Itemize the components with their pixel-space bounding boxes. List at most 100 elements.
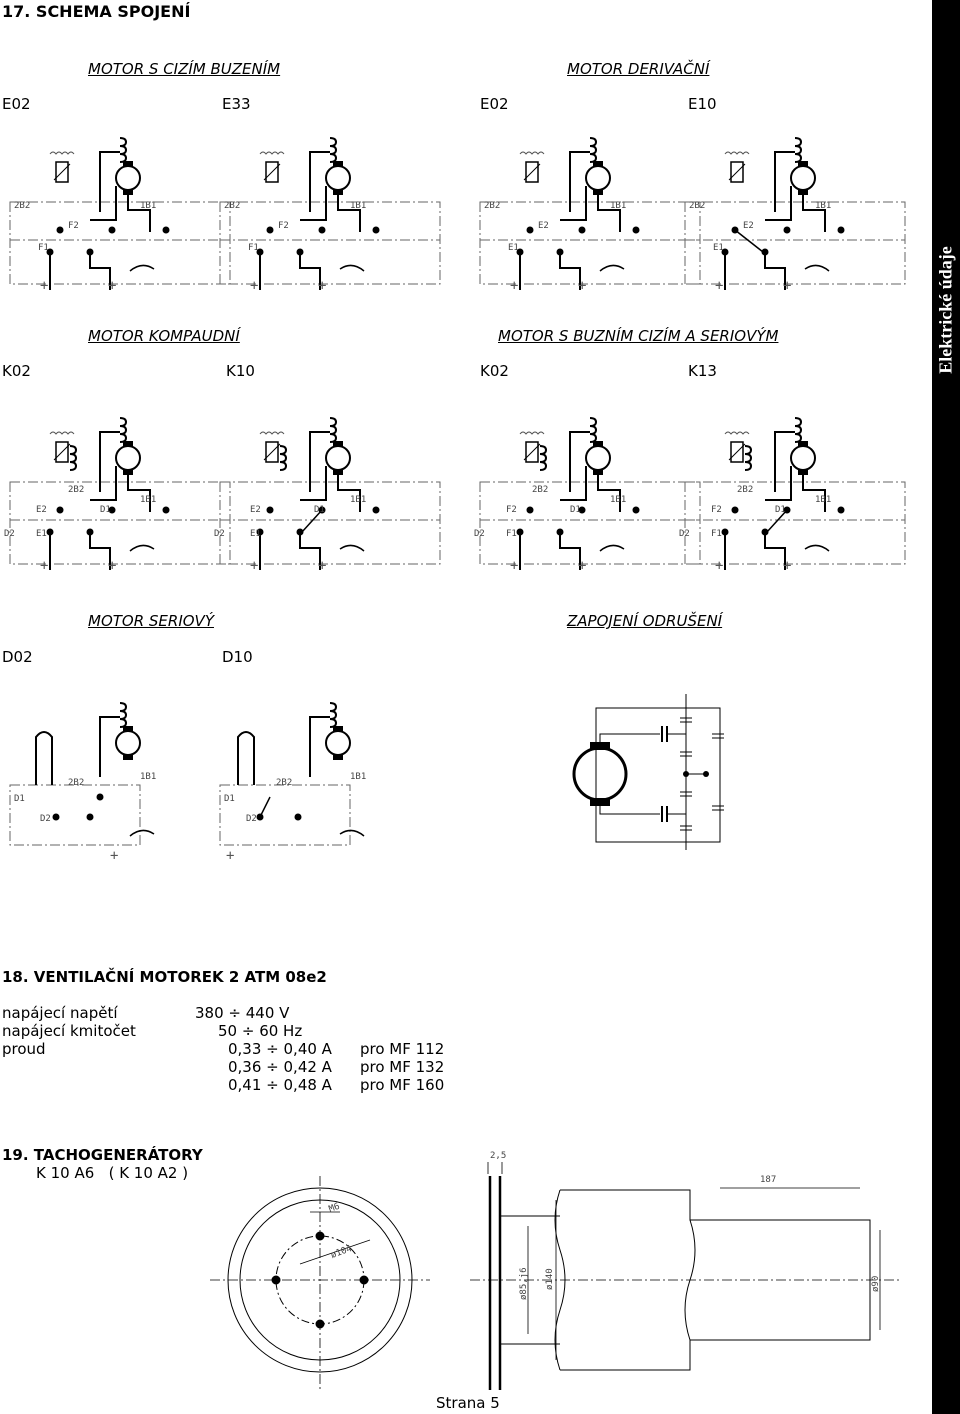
tacho-side-view [470, 1162, 900, 1390]
svg-text:2B2: 2B2 [276, 778, 292, 788]
side-tab-label: Elektrické údaje [935, 246, 956, 374]
svg-text:+: + [226, 848, 234, 864]
svg-text:1B1: 1B1 [350, 495, 366, 505]
group-title-seriovy: MOTOR SERIOVÝ [88, 612, 214, 630]
svg-text:F1: F1 [506, 529, 517, 539]
spec-note: pro MF 160 [360, 1076, 445, 1094]
svg-text:2B2: 2B2 [68, 778, 84, 788]
svg-text:D1: D1 [775, 505, 786, 515]
svg-text:2B2: 2B2 [484, 201, 500, 211]
spec-row: proud 0,33 ÷ 0,40 A pro MF 112 [2, 1040, 522, 1058]
tachogenerator-drawing: M6 ø104 2,5 187 ø85,j6 ø140 ø90 [210, 1151, 900, 1390]
svg-text:E2: E2 [36, 505, 47, 515]
svg-text:1B1: 1B1 [610, 495, 626, 505]
diagram-K02-kompaudni: 2B2 1B1 E2 D1 D2 E1 [4, 418, 230, 574]
code-label: E33 [222, 95, 251, 113]
diagram-E10-derivacni: 2B2 1B1 E2 E1 [685, 138, 905, 294]
svg-text:F2: F2 [711, 505, 722, 515]
diagram-K10-kompaudni: 1B1 E2 D1 D2 E1 [214, 418, 440, 574]
spec-label: napájecí kmitočet [2, 1022, 136, 1040]
svg-text:D1: D1 [314, 505, 325, 515]
code-label: E10 [688, 95, 717, 113]
page-number: Strana 5 [436, 1394, 500, 1412]
svg-text:D1: D1 [224, 794, 235, 804]
group-title-kompaudni: MOTOR KOMPAUDNÍ [88, 327, 240, 345]
code-label: D02 [2, 648, 33, 666]
spec-note: pro MF 132 [360, 1058, 445, 1076]
side-tab-band [932, 0, 960, 1414]
spec-label: napájecí napětí [2, 1004, 118, 1022]
fan-spec-table: napájecí napětí 380 ÷ 440 V napájecí kmi… [2, 1004, 522, 1094]
svg-text:2B2: 2B2 [68, 485, 84, 495]
code-label: K10 [226, 362, 255, 380]
svg-text:+: + [110, 848, 118, 864]
svg-text:F2: F2 [278, 221, 289, 231]
svg-text:D1: D1 [14, 794, 25, 804]
diagram-E02-cizi: 2B2 1B1 F2 F1 [10, 138, 230, 294]
svg-text:D2: D2 [246, 814, 257, 824]
svg-text:M6: M6 [328, 1202, 342, 1215]
diagram-E02-derivacni: 2B2 1B1 E2 E1 [480, 138, 700, 294]
svg-text:E2: E2 [250, 505, 261, 515]
svg-text:F1: F1 [38, 243, 49, 253]
group-title-derivacni: MOTOR DERIVAČNÍ [567, 60, 710, 78]
spec-value: 0,41 ÷ 0,48 A [228, 1076, 332, 1094]
svg-text:D2: D2 [474, 529, 485, 539]
section17-title: 17. SCHEMA SPOJENÍ [2, 2, 191, 21]
svg-text:D2: D2 [4, 529, 15, 539]
code-label: D10 [222, 648, 253, 666]
svg-text:D1: D1 [100, 505, 111, 515]
diagram-D02-seriovy: 2B2 1B1 D1 D2 + [9, 702, 156, 864]
diagram-K02-buzni-serial: 2B2 1B1 F2 D1 D2 F1 [474, 418, 700, 574]
svg-text:E1: E1 [713, 243, 724, 253]
wiring-diagrams: + + 2B2 1B1 F2 F1 2B2 1B1 F2 F1 2B2 1B1 … [4, 0, 930, 864]
svg-text:2B2: 2B2 [532, 485, 548, 495]
svg-text:2B2: 2B2 [224, 201, 240, 211]
svg-text:1B1: 1B1 [140, 495, 156, 505]
svg-text:1B1: 1B1 [140, 772, 156, 782]
svg-text:2,5: 2,5 [490, 1151, 506, 1161]
svg-text:F2: F2 [506, 505, 517, 515]
svg-text:D1: D1 [570, 505, 581, 515]
svg-text:1B1: 1B1 [610, 201, 626, 211]
spec-row: 0,41 ÷ 0,48 A pro MF 160 [2, 1076, 522, 1094]
svg-text:ø140: ø140 [545, 1268, 555, 1290]
svg-text:2B2: 2B2 [14, 201, 30, 211]
code-label: E02 [480, 95, 509, 113]
svg-text:1B1: 1B1 [815, 201, 831, 211]
svg-text:D2: D2 [40, 814, 51, 824]
section19-subtitle: K 10 A6 ( K 10 A2 ) [36, 1164, 189, 1182]
svg-text:D2: D2 [679, 529, 690, 539]
svg-text:F1: F1 [711, 529, 722, 539]
svg-text:E1: E1 [508, 243, 519, 253]
svg-text:1B1: 1B1 [350, 201, 366, 211]
svg-text:1B1: 1B1 [815, 495, 831, 505]
code-label: K02 [2, 362, 31, 380]
svg-text:E1: E1 [250, 529, 261, 539]
svg-text:F1: F1 [248, 243, 259, 253]
svg-text:ø85,j6: ø85,j6 [519, 1267, 529, 1300]
spec-value: 380 ÷ 440 V [195, 1004, 290, 1022]
svg-text:E2: E2 [538, 221, 549, 231]
section19-title: 19. TACHOGENERÁTORY [2, 1146, 203, 1164]
svg-text:2B2: 2B2 [737, 485, 753, 495]
diagram-E33-cizi: 2B2 1B1 F2 F1 [220, 138, 440, 294]
suppression-diagram [572, 694, 724, 850]
svg-text:F2: F2 [68, 221, 79, 231]
svg-text:ø104: ø104 [330, 1244, 354, 1261]
svg-text:187: 187 [760, 1175, 776, 1185]
svg-text:E2: E2 [743, 221, 754, 231]
svg-text:1B1: 1B1 [140, 201, 156, 211]
diagram-K13-buzni-serial: 2B2 1B1 F2 D1 D2 F1 [679, 418, 905, 574]
group-title-cizi: MOTOR S CIZÍM BUZENÍM [88, 60, 281, 78]
spec-value: 0,33 ÷ 0,40 A [228, 1040, 332, 1058]
section18-title: 18. VENTILAČNÍ MOTOREK 2 ATM 08e2 [2, 968, 327, 986]
spec-row: 0,36 ÷ 0,42 A pro MF 132 [2, 1058, 522, 1076]
svg-text:E1: E1 [36, 529, 47, 539]
spec-value: 50 ÷ 60 Hz [218, 1022, 303, 1040]
code-label: K02 [480, 362, 509, 380]
svg-text:ø90: ø90 [871, 1276, 881, 1292]
spec-value: 0,36 ÷ 0,42 A [228, 1058, 332, 1076]
group-title-buzni-serial: MOTOR S BUZNÍM CIZÍM A SERIOVÝM [498, 327, 779, 345]
svg-text:D2: D2 [214, 529, 225, 539]
